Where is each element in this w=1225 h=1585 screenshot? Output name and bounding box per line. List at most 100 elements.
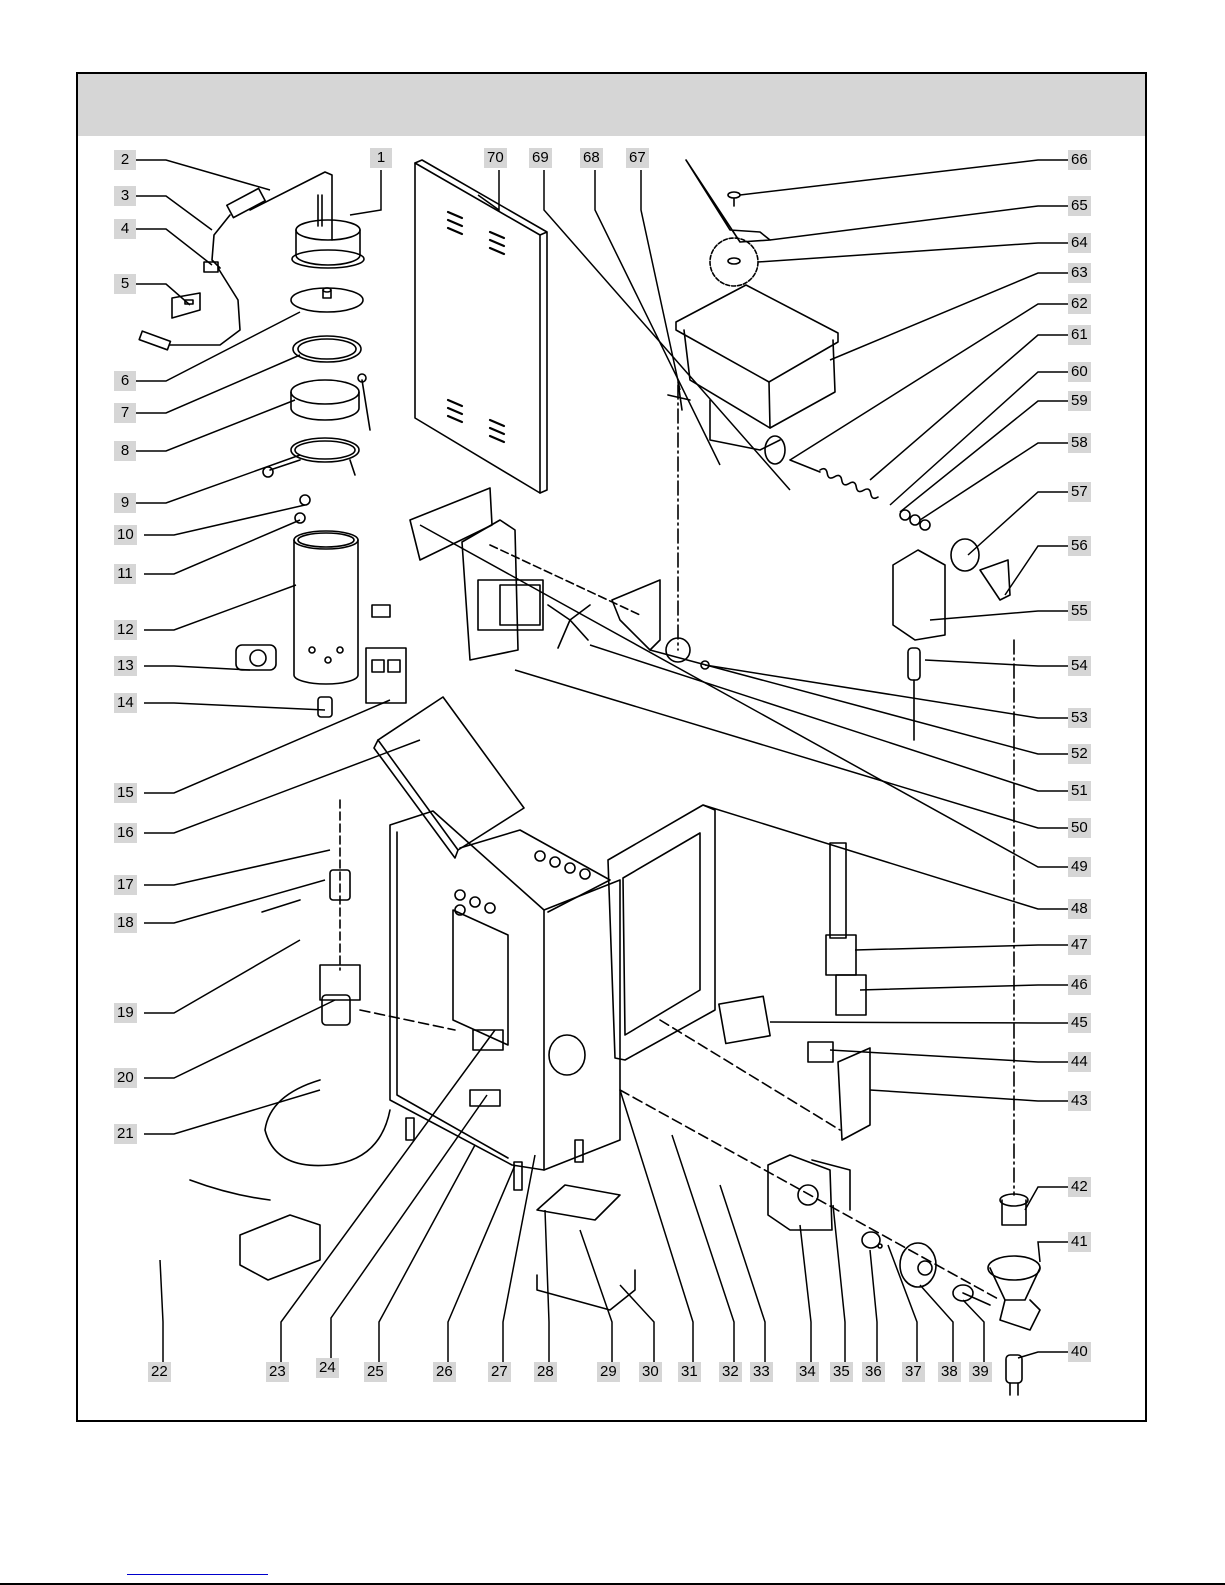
part-label-35: 35	[830, 1362, 853, 1382]
leader-line-58	[919, 442, 1068, 521]
leader-line-40	[1017, 1351, 1068, 1359]
part-label-44: 44	[1068, 1052, 1091, 1072]
elbow-fitting	[317, 604, 391, 718]
leader-line-59	[899, 400, 1068, 513]
leader-line-13	[144, 665, 251, 671]
agitator-gear	[709, 237, 759, 287]
part-label-42: 42	[1068, 1177, 1091, 1197]
leader-line-24	[330, 1094, 488, 1358]
part-label-70: 70	[484, 148, 507, 168]
leader-line-23	[280, 1029, 496, 1362]
leader-line-46	[859, 984, 1068, 991]
leader-line-22	[159, 1259, 164, 1362]
part-label-66: 66	[1068, 150, 1091, 170]
hot-water-tank	[293, 530, 359, 685]
leader-line-11	[144, 519, 301, 575]
bottom-rule	[0, 1583, 1225, 1585]
top-lid	[373, 696, 525, 859]
leader-line-38	[919, 1284, 954, 1362]
heater-cap-assembly	[291, 194, 365, 269]
fan-blade	[547, 604, 591, 649]
leader-line-3	[136, 195, 213, 231]
leader-line-14	[144, 702, 326, 711]
part-label-3: 3	[114, 186, 136, 206]
part-label-40: 40	[1068, 1342, 1091, 1362]
part-label-2: 2	[114, 150, 136, 170]
part-label-23: 23	[266, 1362, 289, 1382]
leader-line-62	[789, 303, 1068, 461]
leader-line-29	[579, 1229, 613, 1362]
part-label-62: 62	[1068, 294, 1091, 314]
part-label-45: 45	[1068, 1013, 1091, 1033]
leader-line-1	[349, 170, 382, 216]
part-label-25: 25	[364, 1362, 387, 1382]
switch-bracket	[837, 1047, 871, 1141]
part-label-10: 10	[114, 525, 137, 545]
part-label-11: 11	[114, 564, 136, 584]
mixing-bowl	[987, 1255, 1041, 1331]
leader-line-10	[144, 504, 306, 536]
leader-line-54	[924, 659, 1068, 667]
part-label-65: 65	[1068, 196, 1091, 216]
part-label-37: 37	[902, 1362, 925, 1382]
part-label-69: 69	[529, 148, 552, 168]
leader-line-52	[649, 649, 1068, 755]
leader-line-66	[739, 159, 1068, 196]
leader-line-36	[869, 1249, 878, 1362]
motor-plate	[409, 487, 493, 561]
leader-line-21	[144, 1089, 321, 1135]
centerline	[619, 1089, 1001, 1301]
leader-line-18	[144, 879, 326, 924]
leader-line-37	[887, 1244, 918, 1362]
leader-line-53	[704, 664, 1068, 719]
part-label-34: 34	[796, 1362, 819, 1382]
part-label-26: 26	[433, 1362, 456, 1382]
leader-line-2	[136, 159, 271, 191]
leader-line-60	[889, 371, 1068, 506]
drip-tray	[536, 1184, 636, 1311]
leader-line-9	[136, 454, 301, 504]
frame-base	[389, 810, 621, 1191]
relay-block	[365, 647, 407, 704]
leader-line-45	[769, 1021, 1068, 1024]
gasket-ring	[292, 335, 362, 363]
centerline	[359, 1009, 456, 1031]
spout-housing	[892, 549, 946, 741]
seal-washer	[861, 1231, 883, 1249]
part-label-36: 36	[862, 1362, 885, 1382]
part-label-20: 20	[114, 1068, 137, 1088]
leader-line-17	[144, 849, 331, 886]
side-panel	[414, 159, 548, 494]
part-label-64: 64	[1068, 233, 1091, 253]
micro-switch	[807, 1041, 834, 1063]
leader-line-6	[136, 311, 301, 382]
part-label-61: 61	[1068, 325, 1091, 345]
part-label-60: 60	[1068, 362, 1091, 382]
leader-line-42	[1024, 1186, 1068, 1211]
leader-line-30	[619, 1284, 655, 1362]
part-label-9: 9	[114, 493, 136, 513]
leader-line-25	[378, 1144, 476, 1362]
part-label-24: 24	[316, 1358, 339, 1378]
part-label-19: 19	[114, 1003, 137, 1023]
leader-line-44	[829, 1049, 1068, 1063]
part-label-7: 7	[114, 403, 136, 423]
leader-line-68	[594, 170, 721, 466]
motor-support	[611, 579, 661, 651]
part-label-31: 31	[678, 1362, 701, 1382]
link-underline[interactable]	[127, 1574, 268, 1575]
whipper-motor	[767, 1154, 851, 1231]
part-label-17: 17	[114, 875, 137, 895]
part-label-28: 28	[534, 1362, 557, 1382]
knob	[727, 191, 741, 207]
leader-line-43	[869, 1089, 1068, 1102]
leader-line-26	[447, 1164, 516, 1362]
centerline	[659, 1019, 841, 1131]
leader-line-27	[502, 1154, 536, 1362]
tank-clamp	[290, 373, 371, 431]
leader-line-57	[967, 491, 1068, 556]
part-label-49: 49	[1068, 857, 1091, 877]
leader-line-50	[514, 669, 1068, 829]
leader-line-32	[671, 1134, 735, 1362]
